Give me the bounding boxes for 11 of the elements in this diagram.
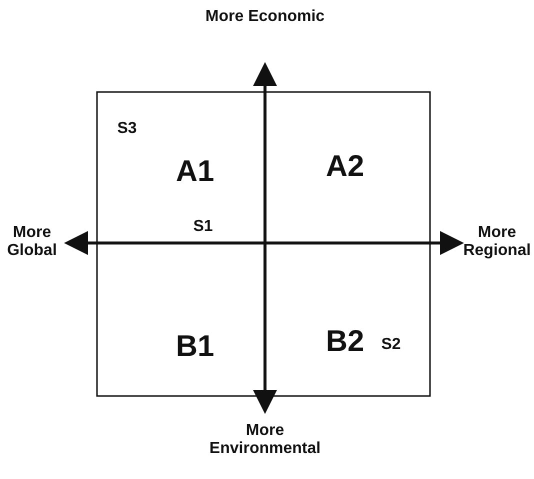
scenario-label: S1 bbox=[192, 218, 214, 236]
axis-label: More Global bbox=[6, 224, 58, 261]
axis-label: More Economic bbox=[205, 8, 325, 26]
axis-label: More Environmental bbox=[208, 422, 322, 459]
quadrant-label: B1 bbox=[174, 330, 216, 364]
scenario-label: S2 bbox=[380, 336, 402, 354]
quadrant-label: B2 bbox=[324, 325, 366, 360]
quadrant-label: A1 bbox=[174, 155, 216, 190]
axis-label: More Regional bbox=[462, 224, 532, 261]
scenario-label: S3 bbox=[116, 120, 138, 138]
quadrant-label: A2 bbox=[324, 150, 366, 184]
